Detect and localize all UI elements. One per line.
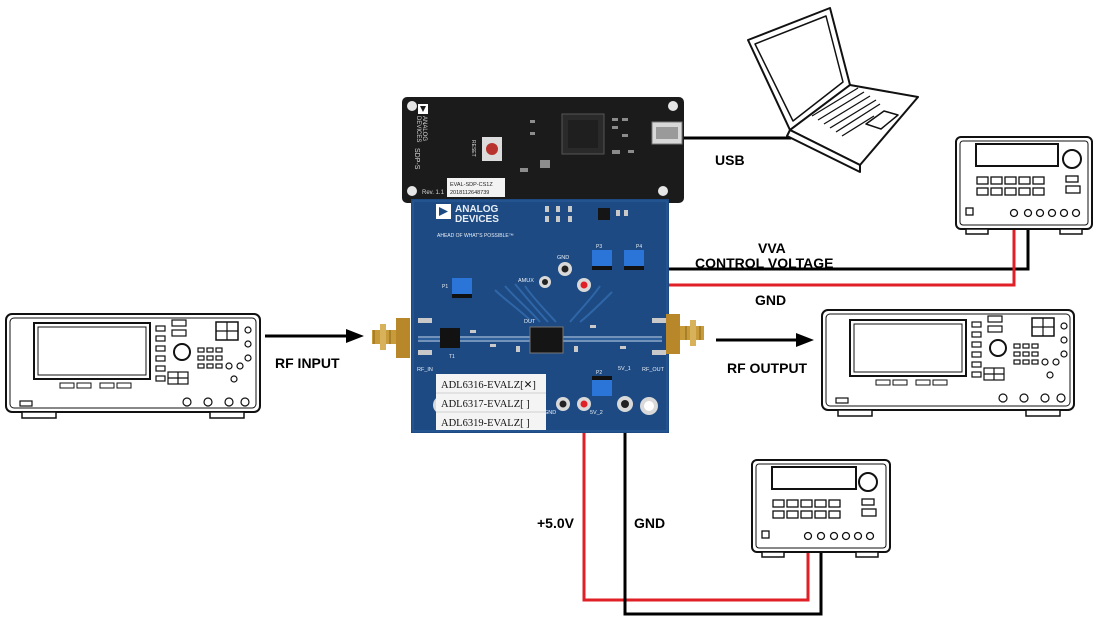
amux-label: AMUX: [518, 278, 534, 284]
jumper-p2[interactable]: [592, 376, 612, 396]
sdp-serial-sticker: [447, 178, 505, 197]
plus5v-red-wire: [582, 404, 810, 602]
balun-t1: [440, 328, 460, 348]
part-number-sticker: ADL6316-EVALZ[✕] ADL6317-EVALZ[ ] ADL631…: [436, 374, 546, 430]
p4-label: P4: [636, 244, 642, 250]
dc-power-supply: [751, 459, 891, 558]
rf-output-label: RF OUTPUT: [727, 360, 808, 376]
rf-output-sma-connector[interactable]: [666, 314, 704, 354]
plus5v-label: +5.0V: [537, 515, 575, 531]
spectrum-analyzer-screen: [849, 319, 967, 377]
p2-label: P2: [596, 370, 602, 376]
eval-board: ANALOG DEVICES AHEAD OF WHAT'S POSSIBLE™…: [372, 199, 704, 433]
gnd-bottom-label: GND: [634, 515, 665, 531]
gnd-black-wire: [623, 404, 823, 616]
part-option-2: ADL6317-EVALZ[ ]: [441, 399, 530, 410]
laptop-screen-inner: [754, 15, 844, 122]
rf-input-arrowhead: [346, 329, 364, 343]
laptop-front-edge: [786, 129, 861, 173]
vva-black-wire: [565, 214, 1030, 271]
gnd-terminal[interactable]: [556, 397, 570, 411]
t1-label: T1: [449, 354, 455, 360]
laptop-touchpad: [865, 110, 899, 130]
svg-text:DEVICES: DEVICES: [455, 214, 499, 225]
sig-gen-screen: [33, 322, 151, 380]
part-option-1: ADL6316-EVALZ[✕]: [441, 380, 536, 391]
jumper-p3[interactable]: [592, 250, 612, 270]
5v1-label: 5V_1: [618, 366, 631, 372]
vva-test-point[interactable]: [577, 278, 591, 292]
jumper-p4[interactable]: [624, 250, 644, 270]
svg-text:ANALOG: ANALOG: [455, 204, 499, 215]
signal-generator: [5, 313, 261, 419]
p1-label: P1: [442, 284, 448, 290]
gnd-top-label: GND: [755, 292, 786, 308]
sdp-rev: Rev. 1.1: [422, 190, 445, 196]
rf-input-sma-connector[interactable]: [372, 318, 410, 358]
sdp-reset-button[interactable]: [486, 143, 498, 155]
eval-analog-devices-logo: ANALOG DEVICES: [436, 204, 499, 225]
wiring: [265, 131, 1030, 616]
p3-label: P3: [596, 244, 602, 250]
amux-test-point[interactable]: [539, 276, 551, 288]
vva-red-wire: [584, 214, 1016, 287]
sdp-sticker-line1: EVAL-SDP-CS1Z: [450, 182, 493, 188]
5v2-label: 5V_2: [590, 410, 603, 416]
rf-out-label: RF_OUT: [642, 367, 665, 373]
usb-cable: [681, 131, 794, 140]
vva-label: VVA: [758, 240, 786, 256]
jumper-p1[interactable]: [452, 278, 472, 298]
svg-text:DEVICES: DEVICES: [415, 116, 421, 142]
part-option-3: ADL6319-EVALZ[ ]: [441, 418, 530, 429]
sdp-s-board: ANALOG DEVICES SDP-S Rev. 1.1 RESET EVAL…: [402, 97, 684, 203]
sdp-reset-label: RESET: [470, 140, 476, 157]
labels: USB VVA CONTROL VOLTAGE GND RF INPUT RF …: [275, 152, 833, 531]
usb-label: USB: [715, 152, 745, 168]
dc-supply-display: [771, 466, 857, 490]
gnd-tp-label: GND: [557, 255, 569, 261]
sdp-board-name: SDP-S: [413, 148, 420, 170]
control-voltage-label: CONTROL VOLTAGE: [695, 255, 833, 271]
svg-text:ANALOG: ANALOG: [421, 116, 427, 141]
rf-output-arrowhead: [796, 333, 814, 347]
dut-chip: [529, 326, 564, 354]
5v2-terminal[interactable]: [577, 397, 591, 411]
vva-power-supply: [955, 136, 1093, 235]
laptop: [747, 7, 919, 173]
spectrum-analyzer: [821, 309, 1075, 417]
gnd-terminal-label: GND: [544, 410, 556, 416]
rf-in-label: RF_IN: [417, 367, 433, 373]
gnd-test-point[interactable]: [558, 262, 572, 276]
dut-label: DUT: [524, 319, 536, 325]
vva-supply-display: [975, 143, 1059, 167]
rf-input-label: RF INPUT: [275, 355, 340, 371]
sdp-analog-devices-logo: ANALOG DEVICES: [415, 104, 428, 142]
laptop-keyboard: [811, 87, 881, 137]
sdp-sticker-line2: 2018112648739: [450, 190, 489, 196]
5v1-terminal[interactable]: [617, 396, 633, 412]
eval-tagline: AHEAD OF WHAT'S POSSIBLE™: [437, 233, 514, 239]
